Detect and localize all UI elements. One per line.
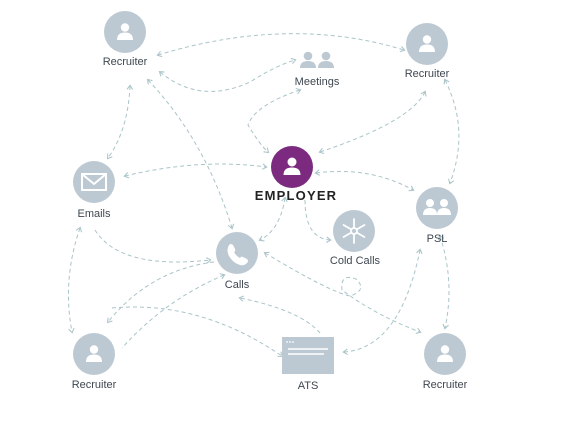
ats-label: ATS (297, 380, 319, 392)
recruiter-top-right-node (406, 23, 448, 65)
user-icon (437, 345, 453, 362)
recruiter-top-left-node (104, 11, 146, 53)
recruiter-bottom-left-node (73, 333, 115, 375)
user-icon (117, 23, 133, 40)
user-icon (86, 345, 102, 362)
edge-psl-to-recruiter-br (437, 234, 450, 330)
psl-label: PSL (426, 233, 448, 245)
emails-label: Emails (77, 208, 111, 220)
user-icon (419, 35, 435, 52)
edge-recruiter-bl-to-ats (111, 306, 284, 357)
snowflake-icon (342, 218, 366, 244)
recruiter-bottom-left-label: Recruiter (71, 379, 117, 391)
psl-node (416, 187, 458, 229)
edge-recruiter-tl-to-meetings (158, 57, 297, 92)
meetings-label: Meetings (294, 76, 340, 88)
recruiter-bottom-right-label: Recruiter (422, 379, 468, 391)
employer-node (271, 146, 313, 188)
edge-calls-to-recruiter-bl-2 (121, 273, 226, 349)
edge-emails-to-employer (123, 163, 268, 179)
cold-calls-label: Cold Calls (329, 255, 381, 267)
window-icon (282, 337, 334, 374)
edge-meetings-to-employer (247, 87, 302, 154)
recruiter-top-right-label: Recruiter (404, 68, 450, 80)
recruiter-top-left-label: Recruiter (102, 56, 148, 68)
envelope-icon (81, 173, 107, 191)
group-icon (423, 199, 451, 215)
edge-emails-to-recruiter-bl (67, 226, 83, 334)
calls-node (216, 232, 258, 274)
emails-node (73, 161, 115, 203)
edge-recruiter-tr-to-employer (318, 90, 427, 155)
edge-recruiter-tr-to-psl (443, 78, 460, 185)
edge-recruiter-tl-to-emails (107, 84, 134, 160)
cold-calls-node (333, 210, 375, 252)
edge-calls-to-recruiter-bl (106, 261, 215, 324)
edge-emails-to-calls (94, 229, 212, 264)
edge-ats-to-calls (238, 295, 321, 334)
calls-label: Calls (224, 279, 250, 291)
phone-icon (227, 244, 248, 266)
users-icon (300, 51, 334, 68)
edge-ats-to-psl (342, 248, 423, 355)
edge-employer-to-psl (314, 169, 415, 192)
recruiter-bottom-right-node (424, 333, 466, 375)
edge-employer-to-coldcalls (304, 199, 332, 243)
employer-label: EMPLOYER (254, 188, 338, 203)
meetings-node (300, 51, 334, 68)
edge-recruiter-tl-to-calls (146, 78, 235, 230)
edge-recruiter-tl-to-tr (156, 33, 406, 58)
edge-employer-to-calls (258, 196, 288, 242)
ats-node (282, 337, 334, 374)
user-icon (283, 157, 301, 175)
